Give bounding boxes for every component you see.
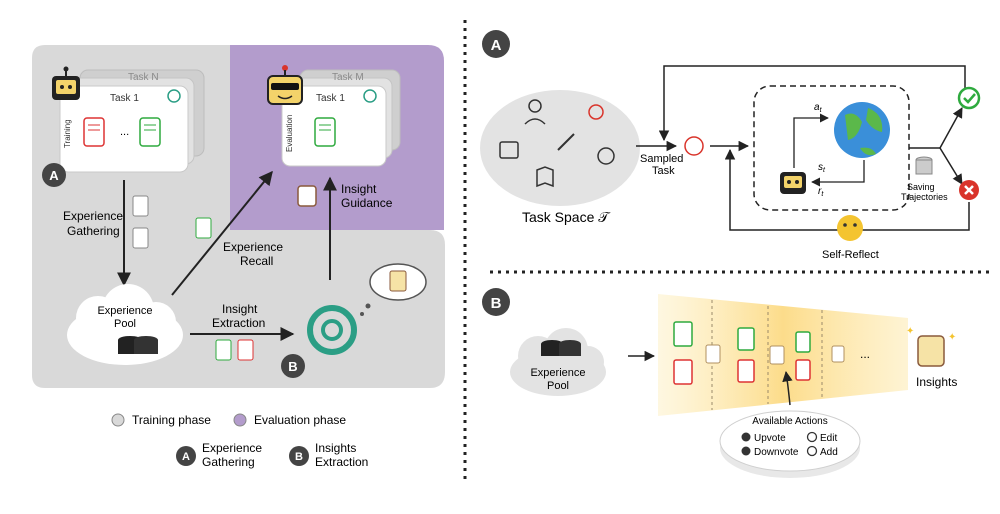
- database-icon: [118, 336, 158, 354]
- insight-guidance-label-1: Insight: [341, 182, 377, 196]
- success-check-icon: [957, 86, 981, 110]
- scroll-icon: [297, 185, 317, 207]
- insight-extraction-label-2: Extraction: [212, 316, 265, 330]
- r-t-label: rt: [818, 186, 824, 198]
- insights-scroll-icon: ✦ ✦: [906, 326, 956, 367]
- edit-label[interactable]: Edit: [820, 433, 837, 444]
- green-document-icon: [314, 117, 336, 147]
- s-t-label: st: [818, 162, 826, 174]
- thought-cloud-icon: [369, 263, 427, 301]
- svg-text:Experience: Experience: [97, 305, 152, 317]
- svg-text:Experience: Experience: [530, 367, 585, 379]
- openai-icon: [363, 89, 377, 103]
- task-1-label: Task 1: [110, 93, 139, 104]
- task-m-label: Task M: [332, 72, 364, 83]
- upvote-label[interactable]: Upvote: [754, 433, 786, 444]
- recall-arrow: [171, 170, 273, 296]
- thinking-face-icon: [837, 215, 863, 241]
- experience-recall-label-1: Experience: [223, 240, 283, 254]
- openai-logo-icon: [307, 303, 371, 355]
- experience-pool-cloud: Experience Pool: [67, 284, 183, 365]
- experience-recall-label-2: Recall: [240, 254, 273, 268]
- sampled-task-label-2: Task: [652, 165, 675, 177]
- right-panel-b: B Experience Pool: [482, 288, 957, 478]
- eval-task-1-label: Task 1: [316, 93, 345, 104]
- experience-gathering-label-2: Gathering: [67, 224, 120, 238]
- evaluation-label: Evaluation: [285, 115, 294, 152]
- funnel-ellipsis: ...: [860, 347, 870, 361]
- sampled-task-label-1: Sampled: [640, 153, 683, 165]
- thumbs-up-icon: [741, 432, 751, 442]
- insights-label: Insights: [916, 375, 957, 389]
- green-document-icon: [139, 117, 161, 147]
- training-label: Training: [63, 119, 72, 148]
- svg-text:B: B: [288, 359, 297, 374]
- robot-icon: [52, 66, 80, 100]
- state-arrow: [811, 160, 865, 187]
- mixed-documents-icon: [215, 339, 254, 361]
- saving-trajectories-label-1: Saving: [907, 182, 935, 192]
- svg-text:B: B: [295, 451, 303, 463]
- funnel-documents: [673, 321, 845, 385]
- edit-icon: [806, 431, 818, 443]
- saving-trajectories-label-2: Trajectories: [901, 192, 948, 202]
- training-task-stack: Task N Task 1 Training ...: [59, 69, 205, 173]
- downvote-label[interactable]: Downvote: [754, 447, 799, 458]
- cool-robot-icon: [267, 65, 303, 105]
- add-label[interactable]: Add: [820, 447, 838, 458]
- svg-text:Pool: Pool: [114, 318, 136, 330]
- legend-a-line1: Experience: [202, 441, 262, 455]
- evaluation-task-stack: Task M Task 1 Evaluation: [281, 69, 401, 167]
- svg-text:A: A: [49, 168, 59, 183]
- badge-a-left: A: [42, 163, 66, 187]
- available-actions-title: Available Actions: [752, 416, 827, 427]
- trajectory-documents-icon: [132, 195, 212, 249]
- left-panel: Task N Task 1 Training ...: [32, 45, 445, 469]
- legend-b-line1: Insights: [315, 441, 356, 455]
- fail-cross-icon: [959, 180, 979, 200]
- task-n-label: Task N: [128, 72, 159, 83]
- available-actions-panel: Available Actions Upvote Edit Downvote A…: [719, 410, 861, 478]
- badge-b-right: B: [482, 288, 510, 316]
- experience-gathering-label-1: Experience: [63, 209, 123, 223]
- legend-evaluation: Evaluation phase: [254, 413, 346, 427]
- robot-icon: [780, 172, 806, 194]
- badge-a-right: A: [482, 30, 510, 58]
- environment-box: [753, 85, 910, 211]
- svg-text:B: B: [491, 295, 502, 312]
- self-reflect-label: Self-Reflect: [822, 249, 879, 261]
- action-pointer-arrow: [782, 370, 793, 406]
- earth-icon: [834, 102, 890, 158]
- svg-text:Pool: Pool: [547, 380, 569, 392]
- database-icon: [915, 156, 933, 175]
- a-t-label: at: [814, 102, 823, 114]
- red-document-icon: [83, 117, 105, 147]
- legend-a-line2: Gathering: [202, 455, 255, 469]
- openai-icon: [167, 89, 181, 103]
- location-question-icon: [684, 136, 704, 156]
- insight-guidance-label-2: Guidance: [341, 196, 393, 210]
- legend: Training phase Evaluation phase A Experi…: [111, 413, 368, 469]
- experience-pool-cloud: Experience Pool: [510, 328, 606, 396]
- ellipsis: ...: [120, 126, 129, 138]
- top-loop-arrow: [658, 65, 966, 142]
- legend-b-line2: Extraction: [315, 455, 368, 469]
- task-space-icons: [499, 99, 615, 188]
- action-arrow: [793, 113, 829, 168]
- add-icon: [806, 445, 818, 457]
- insight-extraction-label-1: Insight: [222, 302, 258, 316]
- svg-text:✦: ✦: [906, 326, 914, 337]
- right-panel-a: A Task Space 𝒯 Sampled Task: [480, 30, 981, 261]
- svg-text:A: A: [491, 37, 502, 54]
- badge-b-left: B: [281, 354, 305, 378]
- thumbs-down-icon: [741, 446, 751, 456]
- legend-training: Training phase: [132, 413, 211, 427]
- svg-text:✦: ✦: [948, 332, 956, 343]
- svg-text:A: A: [182, 451, 190, 463]
- task-space-label: Task Space 𝒯: [522, 209, 611, 225]
- database-icon: [541, 340, 581, 356]
